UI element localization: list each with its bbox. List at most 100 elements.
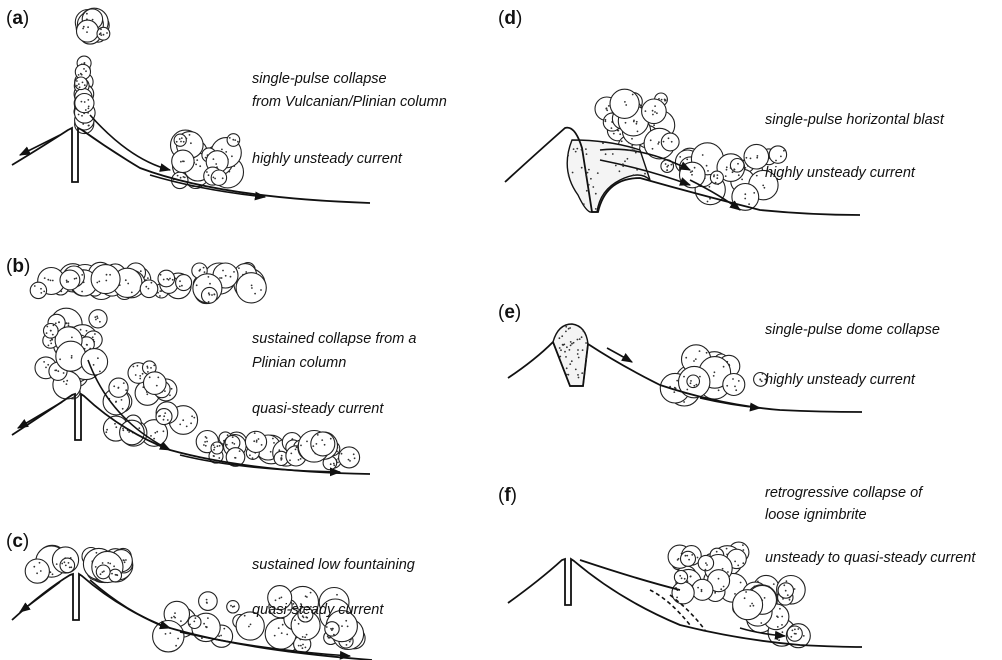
- cloud-stipple: [206, 599, 208, 601]
- cloud-stipple: [690, 576, 692, 578]
- cloud-stipple: [131, 292, 133, 294]
- cloud-stipple: [138, 427, 140, 429]
- deposit-stipple: [622, 165, 624, 167]
- panel-c-caption-1: sustained low fountaining: [252, 557, 415, 573]
- deposit-stipple: [561, 335, 563, 337]
- cloud-stipple: [213, 449, 215, 451]
- deposit-stipple: [577, 353, 579, 355]
- cloud-stipple: [115, 426, 117, 428]
- cloud-stipple: [697, 557, 699, 559]
- panel-c: (c) sustained low fountaining quasi-stea…: [6, 531, 415, 660]
- deposit-stipple: [585, 174, 587, 176]
- cloud-stipple: [706, 564, 708, 566]
- cloud-stipple: [182, 419, 184, 421]
- cloud-stipple: [690, 171, 692, 173]
- cloud-stipple: [65, 565, 67, 567]
- cloud-stipple: [742, 562, 744, 564]
- cloud-stipple: [180, 620, 182, 622]
- cloud-stipple: [68, 562, 70, 564]
- cloud-stipple: [683, 401, 685, 403]
- cloud-stipple: [278, 449, 280, 451]
- cloud-stipple: [290, 453, 292, 455]
- cloud-stipple: [147, 371, 149, 373]
- cloud-stipple: [199, 270, 201, 272]
- cloud-stipple: [349, 460, 351, 462]
- cloud-stipple: [676, 380, 678, 382]
- cloud-stipple: [190, 142, 192, 144]
- cloud-stipple: [71, 337, 73, 339]
- cloud-stipple: [208, 174, 210, 176]
- cloud-stipple: [33, 566, 35, 568]
- cloud-stipple: [213, 444, 215, 446]
- cloud-stipple: [204, 271, 206, 273]
- deposit-stipple: [644, 173, 646, 175]
- cloud-stipple: [88, 125, 90, 127]
- cloud-stipple: [233, 271, 235, 273]
- deposit-stipple: [575, 369, 577, 371]
- cloud-stipple: [195, 617, 197, 619]
- cloud-stipple: [726, 169, 728, 171]
- cloud-stipple: [214, 294, 216, 296]
- cloud-stipple: [84, 84, 86, 86]
- panel-d-label: (d): [498, 8, 522, 29]
- deposit-stipple: [628, 149, 630, 151]
- deposit-stipple: [579, 338, 581, 340]
- deposit-stipple: [565, 326, 567, 328]
- cloud-stipple: [225, 275, 227, 277]
- cloud-stipple: [45, 367, 47, 369]
- deposit-stipple: [568, 374, 570, 376]
- cloud-stipple: [666, 169, 668, 171]
- cloud-stipple: [232, 436, 234, 438]
- cloud-stipple: [206, 441, 208, 443]
- cloud-stipple: [751, 603, 753, 605]
- cloud-stipple: [205, 626, 207, 628]
- cloud-stipple: [258, 438, 260, 440]
- cloud-stipple: [652, 110, 654, 112]
- cloud-stipple: [43, 361, 45, 363]
- cloud-stipple: [205, 436, 207, 438]
- cloud-billow: [75, 94, 94, 113]
- cloud-stipple: [52, 334, 54, 336]
- cloud-stipple: [128, 431, 130, 433]
- cloud-stipple: [96, 282, 98, 284]
- eruption-column-cloud: [75, 8, 110, 44]
- cloud-stipple: [657, 143, 659, 145]
- cloud-stipple: [631, 145, 633, 147]
- cloud-stipple: [166, 278, 168, 280]
- cloud-stipple: [306, 441, 308, 443]
- cloud-stipple: [180, 161, 182, 163]
- deposit-stipple: [569, 349, 571, 351]
- cloud-stipple: [306, 634, 308, 636]
- cloud-stipple: [213, 455, 215, 457]
- cloud-stipple: [697, 587, 699, 589]
- cloud-stipple: [183, 141, 185, 143]
- cloud-stipple: [695, 358, 697, 360]
- deposit-stipple: [597, 172, 599, 174]
- cloud-stipple: [760, 622, 762, 624]
- cloud-stipple: [100, 28, 102, 30]
- cloud-billow: [733, 590, 763, 620]
- deposit-stipple: [586, 190, 588, 192]
- cloud-stipple: [230, 276, 232, 278]
- cloud-billow: [311, 432, 335, 456]
- cloud-billow: [144, 372, 167, 395]
- cloud-stipple: [177, 175, 179, 177]
- cloud-stipple: [753, 605, 755, 607]
- plinian-column-cloud: [30, 262, 191, 299]
- deposit-stipple: [562, 344, 564, 346]
- cloud-stipple: [686, 159, 688, 161]
- cloud-stipple: [694, 167, 696, 169]
- cloud-stipple: [296, 446, 298, 448]
- deposit-stipple: [577, 374, 579, 376]
- cloud-stipple: [229, 137, 231, 139]
- cloud-stipple: [179, 280, 181, 282]
- cloud-stipple: [654, 105, 656, 107]
- cloud-stipple: [803, 635, 805, 637]
- cloud-stipple: [182, 160, 184, 162]
- cloud-stipple: [149, 376, 151, 378]
- cloud-stipple: [34, 285, 36, 287]
- cloud-stipple: [321, 439, 323, 441]
- deposit-stipple: [573, 148, 575, 150]
- panel-a: (a) single-pulse collapse from Vulcanian…: [6, 8, 447, 203]
- panel-a-caption-1: single-pulse collapse: [252, 71, 387, 87]
